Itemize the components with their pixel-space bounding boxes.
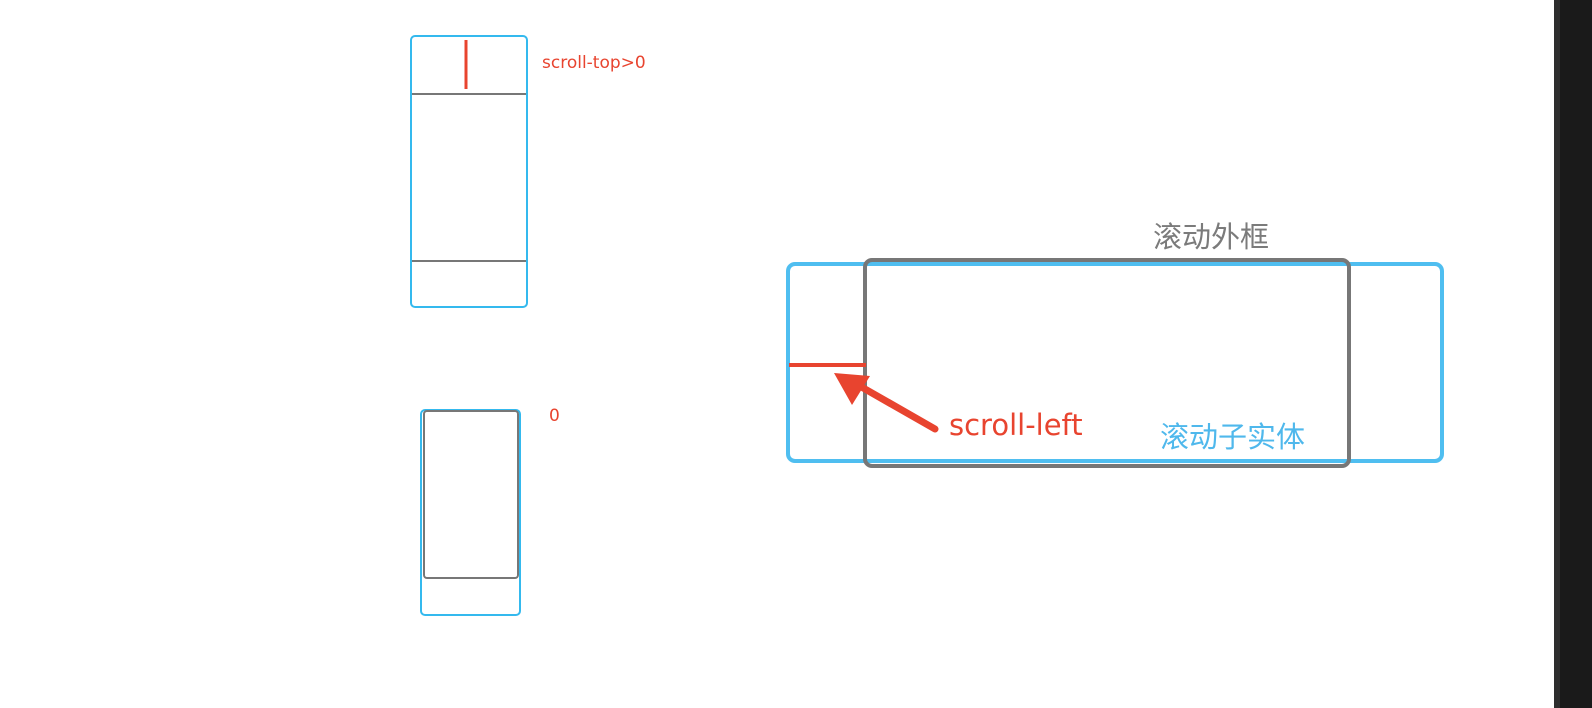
outer-frame-box-zero xyxy=(423,410,519,579)
scroll-left-label: scroll-left xyxy=(949,408,1083,442)
child-entity-box-scrolled xyxy=(410,35,528,308)
outer-frame-label: 滚动外框 xyxy=(1153,220,1269,254)
vertical-scroll-zero: 0 xyxy=(420,406,560,616)
child-entity-label: 滚动子实体 xyxy=(1160,420,1305,454)
arrow-head-icon xyxy=(834,373,870,405)
window-edge-divider xyxy=(1554,0,1560,708)
zero-label: 0 xyxy=(549,406,560,426)
arrow-shaft xyxy=(854,381,939,433)
window-edge-bar xyxy=(1554,0,1592,708)
scroll-top-label: scroll-top>0 xyxy=(542,53,646,73)
child-entity-box xyxy=(786,262,1444,463)
child-entity-box-zero xyxy=(420,409,521,616)
horizontal-scroll: 滚动外框 scroll-left 滚动子实体 xyxy=(786,220,1444,468)
scroll-diagram: scroll-top>0 0 滚动外框 scroll-left 滚动子实体 xyxy=(410,35,1444,616)
vertical-scroll-scrolled: scroll-top>0 xyxy=(410,35,646,308)
